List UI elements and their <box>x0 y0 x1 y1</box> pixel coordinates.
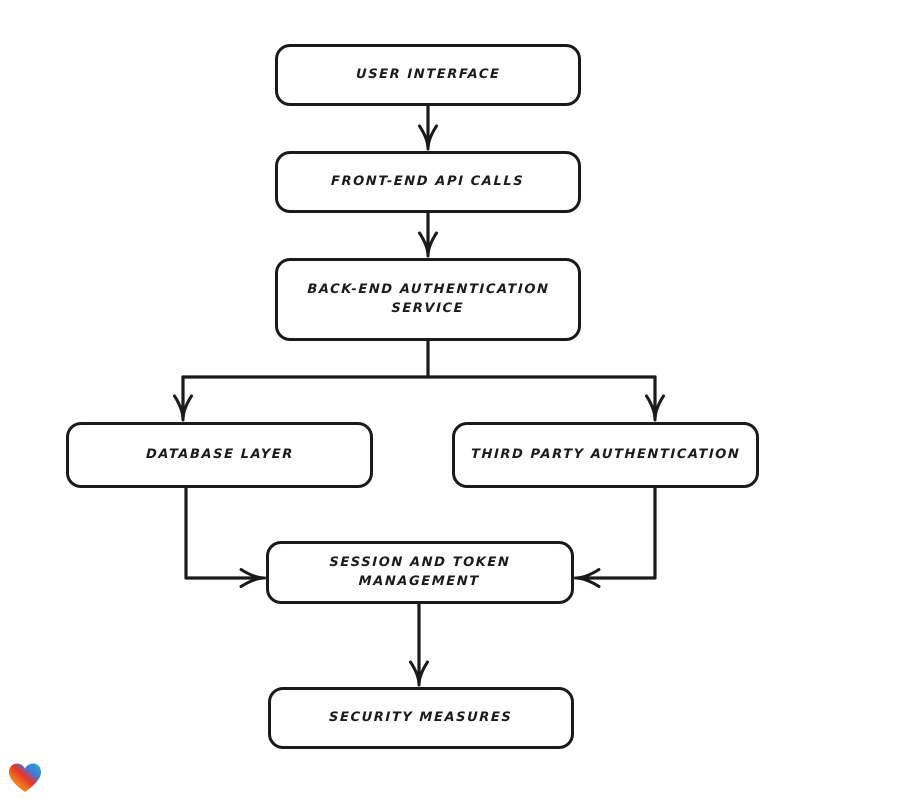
edge-thirdparty-to-session <box>577 486 657 580</box>
node-security-measures[interactable]: Security Measures <box>268 687 574 749</box>
node-third-party-authentication[interactable]: Third Party Authentication <box>452 422 759 488</box>
arrowhead-session-to-security <box>409 660 429 687</box>
arrowhead-thirdparty-to-session <box>574 568 601 588</box>
node-label-third-party-authentication: Third Party Authentication <box>470 446 741 462</box>
node-label-backend-authentication-service: Back-End Authentication Service <box>307 281 550 316</box>
node-label-session-and-token-management: Session and Token Management <box>329 554 512 589</box>
edge-database-to-session <box>184 486 263 580</box>
arrowhead-bus-to-thirdparty <box>645 394 665 422</box>
node-frontend-api-calls[interactable]: Front-End API Calls <box>275 151 581 213</box>
node-label-security-measures: Security Measures <box>329 709 513 725</box>
arrowhead-ui-to-api <box>418 124 438 151</box>
node-backend-authentication-service[interactable]: Back-End Authentication Service <box>275 258 581 341</box>
arrowhead-bus-to-database <box>173 394 193 422</box>
arrowhead-database-to-session <box>239 568 266 588</box>
arrowhead-api-to-backend <box>418 231 438 258</box>
node-database-layer[interactable]: Database Layer <box>66 422 373 488</box>
heart-icon <box>9 763 41 792</box>
node-label-frontend-api-calls: Front-End API Calls <box>331 173 525 189</box>
node-label-user-interface: User Interface <box>355 66 501 82</box>
node-label-database-layer: Database Layer <box>145 446 294 462</box>
node-session-and-token-management[interactable]: Session and Token Management <box>266 541 574 604</box>
node-user-interface[interactable]: User Interface <box>275 44 581 106</box>
